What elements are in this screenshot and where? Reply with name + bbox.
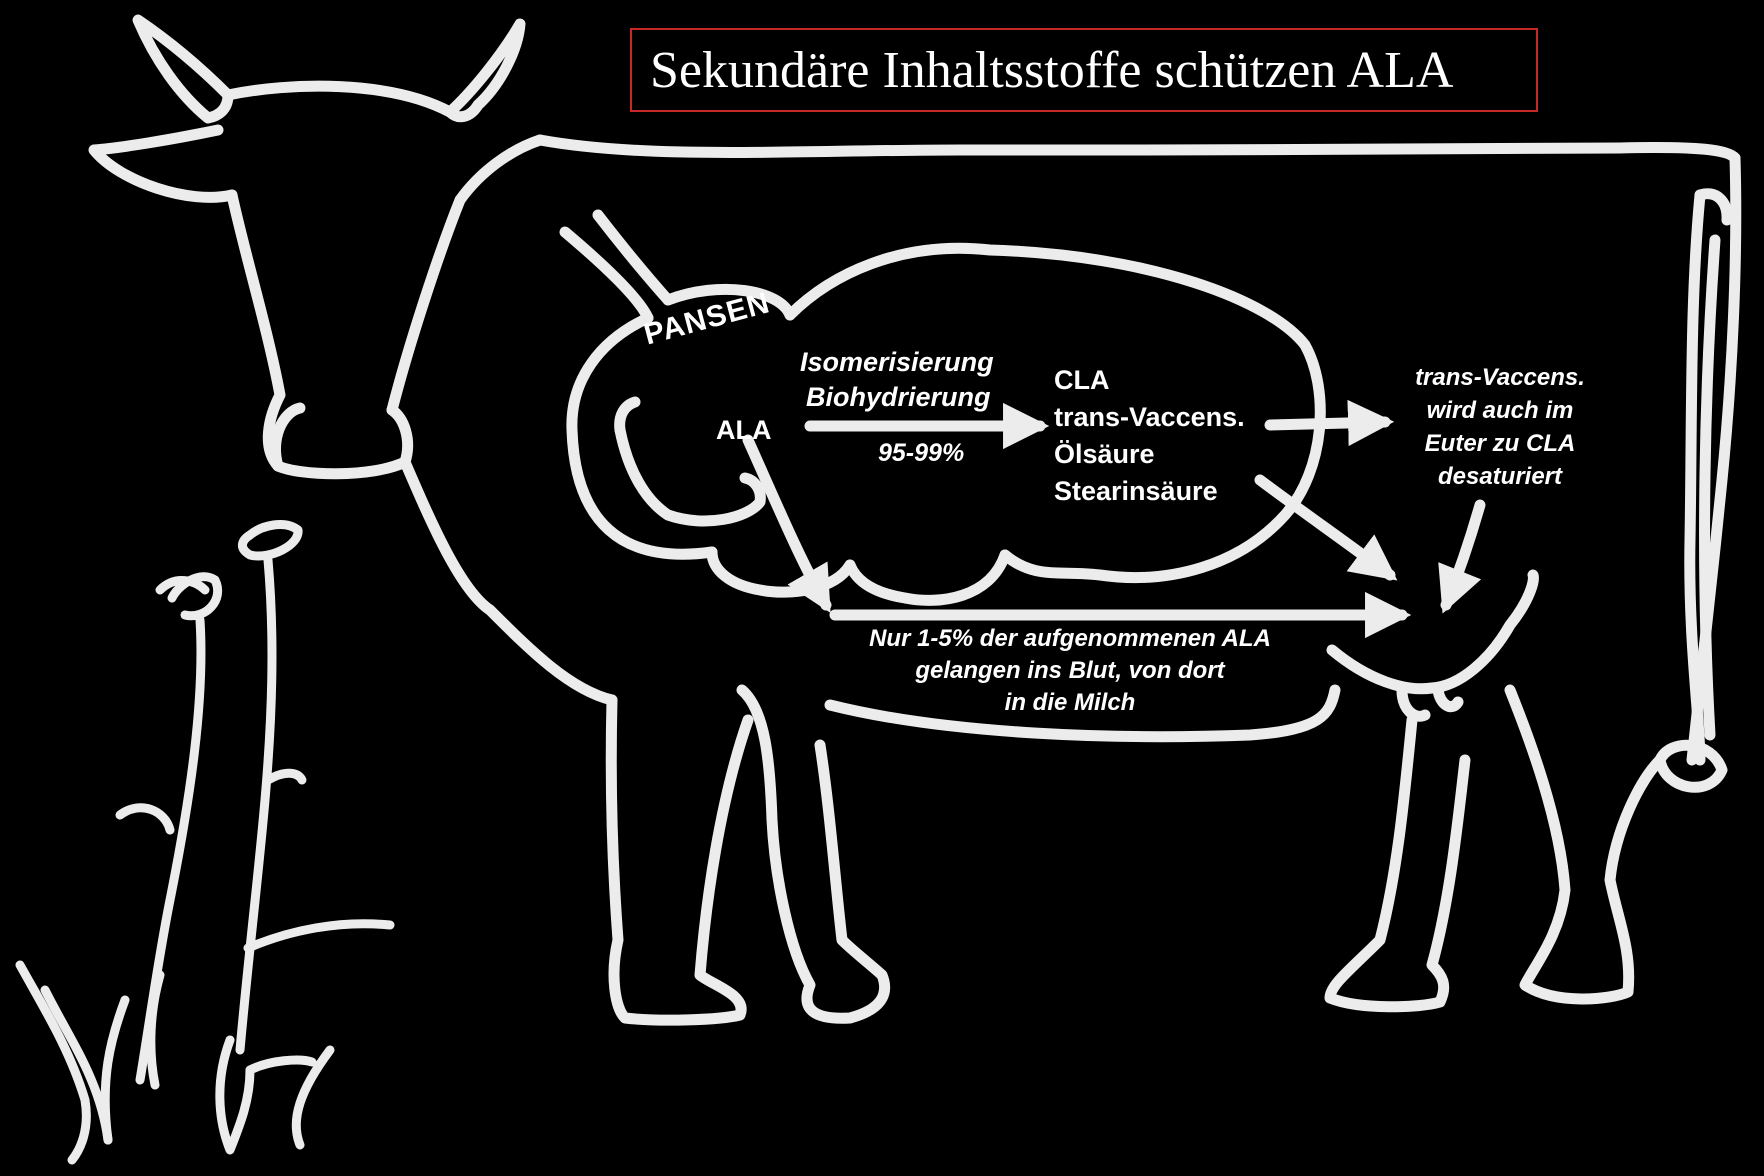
product-cla: CLA <box>1054 364 1110 397</box>
udder-note-line4: desaturiert <box>1380 462 1620 491</box>
product-oelsaeure: Ölsäure <box>1054 438 1155 471</box>
percent-label: 95-99% <box>878 438 964 469</box>
process-label-biohydrierung: Biohydrierung <box>806 381 991 414</box>
process-label-isomerisierung: Isomerisierung <box>800 346 994 379</box>
arrow-note-to-udder <box>1446 505 1480 605</box>
blood-note-line1: Nur 1-5% der aufgenommenen ALA <box>820 624 1320 653</box>
udder-note-line1: trans-Vaccens. <box>1380 363 1620 392</box>
udder-note-line3: Euter zu CLA <box>1380 429 1620 458</box>
ala-label: ALA <box>716 414 772 447</box>
blood-note-line2: gelangen ins Blut, von dort <box>820 656 1320 685</box>
title-box: Sekundäre Inhaltsstoffe schützen ALA <box>630 28 1538 112</box>
cow-outline-icon <box>94 20 1736 1020</box>
flower-plant-icon <box>20 525 390 1160</box>
page-title: Sekundäre Inhaltsstoffe schützen ALA <box>650 41 1453 100</box>
arrow-ala-to-blood <box>748 440 826 605</box>
product-stearinsaeure: Stearinsäure <box>1054 475 1218 508</box>
blood-note-line3: in die Milch <box>820 688 1320 717</box>
arrow-products-to-note <box>1270 422 1385 425</box>
product-trans-vaccens: trans-Vaccens. <box>1054 401 1245 434</box>
udder-note-line2: wird auch im <box>1380 396 1620 425</box>
